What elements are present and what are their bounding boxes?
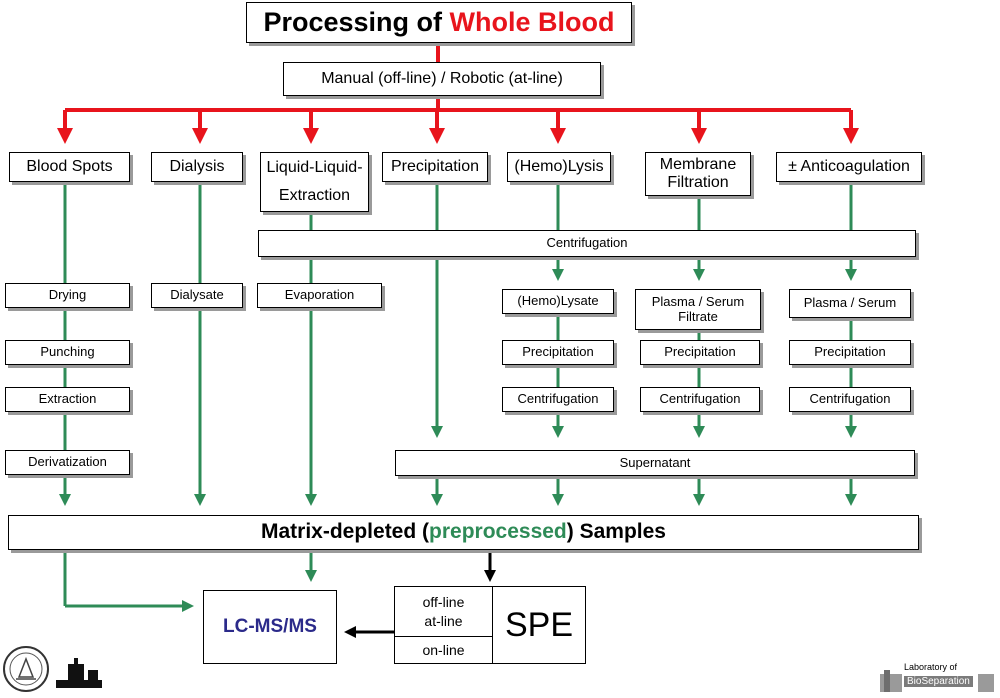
method-membrane: Membrane Filtration bbox=[645, 152, 751, 196]
step-plasma-label: Plasma / Serum bbox=[803, 295, 897, 311]
instrument-logo-icon bbox=[54, 656, 106, 692]
step-hemolysate-label: (Hemo)Lysate bbox=[517, 293, 599, 309]
matrix-part2: preprocessed bbox=[429, 520, 567, 544]
spe-label: SPE bbox=[504, 605, 574, 644]
method-anticoag: ± Anticoagulation bbox=[776, 152, 922, 182]
black-connectors bbox=[344, 550, 496, 638]
spe-offline-label: off-line bbox=[422, 594, 465, 611]
step-hemolysate: (Hemo)Lysate bbox=[502, 289, 614, 314]
step-plasma: Plasma / Serum bbox=[789, 289, 911, 318]
spe-online-label: on-line bbox=[422, 642, 465, 658]
step-hemolysis-precipitation: Precipitation bbox=[502, 340, 614, 365]
step-drying-label: Drying bbox=[48, 287, 87, 303]
method-dialysis: Dialysis bbox=[151, 152, 243, 182]
logo-name-text: BioSeparation bbox=[904, 676, 973, 687]
matrix-depleted-bar: Matrix-depleted (preprocessed) Samples bbox=[8, 515, 919, 550]
green-connectors bbox=[59, 182, 857, 612]
centrifugation-bar: Centrifugation bbox=[258, 230, 916, 257]
method-anticoag-label: ± Anticoagulation bbox=[788, 158, 910, 175]
page-title: Processing of Whole Blood bbox=[246, 2, 632, 43]
step-punching: Punching bbox=[5, 340, 130, 365]
step-evaporation-label: Evaporation bbox=[284, 287, 355, 303]
step-punching-label: Punching bbox=[40, 344, 95, 360]
step-derivatization-label: Derivatization bbox=[28, 454, 107, 470]
subtitle-box: Manual (off-line) / Robotic (at-line) bbox=[283, 62, 601, 96]
method-precipitation-label: Precipitation bbox=[390, 158, 480, 175]
method-membrane-label: Membrane Filtration bbox=[659, 155, 737, 191]
step-membrane-precipitation-label: Precipitation bbox=[664, 344, 736, 360]
step-hemolysis-centrifugation: Centrifugation bbox=[502, 387, 614, 412]
bioseparation-lab-logo: Laboratory of BioSeparation bbox=[878, 660, 996, 694]
step-hemolysis-centrifugation-label: Centrifugation bbox=[517, 391, 599, 407]
title-part2: Whole Blood bbox=[449, 6, 615, 37]
step-anticoag-centrifugation-label: Centrifugation bbox=[809, 391, 891, 407]
step-membrane-centrifugation-label: Centrifugation bbox=[659, 391, 741, 407]
spe-offline-atline: off-line at-line bbox=[395, 587, 493, 637]
step-filtrate-label: Plasma / Serum Filtrate bbox=[651, 293, 745, 324]
step-drying: Drying bbox=[5, 283, 130, 308]
spe-atline-label: at-line bbox=[424, 612, 463, 629]
step-extraction: Extraction bbox=[5, 387, 130, 412]
step-filtrate: Plasma / Serum Filtrate bbox=[635, 289, 761, 330]
supernatant-bar: Supernatant bbox=[395, 450, 915, 476]
spe-box: off-line at-line on-line SPE bbox=[394, 586, 586, 664]
university-seal-icon bbox=[2, 645, 50, 693]
logo-lab-text: Laboratory of bbox=[904, 662, 958, 672]
method-lle-label: Liquid-Liquid-Extraction bbox=[266, 159, 363, 204]
method-lle: Liquid-Liquid-Extraction bbox=[260, 152, 369, 212]
red-connectors bbox=[57, 43, 859, 144]
step-extraction-label: Extraction bbox=[38, 391, 97, 407]
matrix-part3: ) Samples bbox=[566, 520, 666, 544]
step-derivatization: Derivatization bbox=[5, 450, 130, 475]
method-dialysis-label: Dialysis bbox=[169, 158, 225, 175]
method-precipitation: Precipitation bbox=[382, 152, 488, 182]
spe-online: on-line bbox=[395, 637, 493, 663]
step-evaporation: Evaporation bbox=[257, 283, 382, 308]
matrix-part1: Matrix-depleted ( bbox=[261, 520, 430, 544]
title-part1: Processing of bbox=[263, 6, 450, 37]
centrifugation-bar-label: Centrifugation bbox=[546, 235, 628, 251]
step-dialysate: Dialysate bbox=[151, 283, 243, 308]
method-hemolysis-label: (Hemo)Lysis bbox=[514, 158, 604, 175]
step-hemolysis-precipitation-label: Precipitation bbox=[522, 344, 594, 360]
step-membrane-precipitation: Precipitation bbox=[640, 340, 760, 365]
supernatant-label: Supernatant bbox=[619, 454, 691, 470]
step-anticoag-centrifugation: Centrifugation bbox=[789, 387, 911, 412]
step-anticoag-precipitation-label: Precipitation bbox=[814, 344, 886, 360]
spe-label-cell: SPE bbox=[493, 587, 585, 663]
step-anticoag-precipitation: Precipitation bbox=[789, 340, 911, 365]
method-blood-spots-label: Blood Spots bbox=[26, 158, 113, 175]
method-blood-spots: Blood Spots bbox=[9, 152, 130, 182]
method-hemolysis: (Hemo)Lysis bbox=[507, 152, 611, 182]
lcms-box: LC-MS/MS bbox=[203, 590, 337, 664]
lcms-label: LC-MS/MS bbox=[223, 616, 317, 638]
subtitle: Manual (off-line) / Robotic (at-line) bbox=[321, 70, 563, 87]
step-dialysate-label: Dialysate bbox=[170, 287, 224, 303]
step-membrane-centrifugation: Centrifugation bbox=[640, 387, 760, 412]
